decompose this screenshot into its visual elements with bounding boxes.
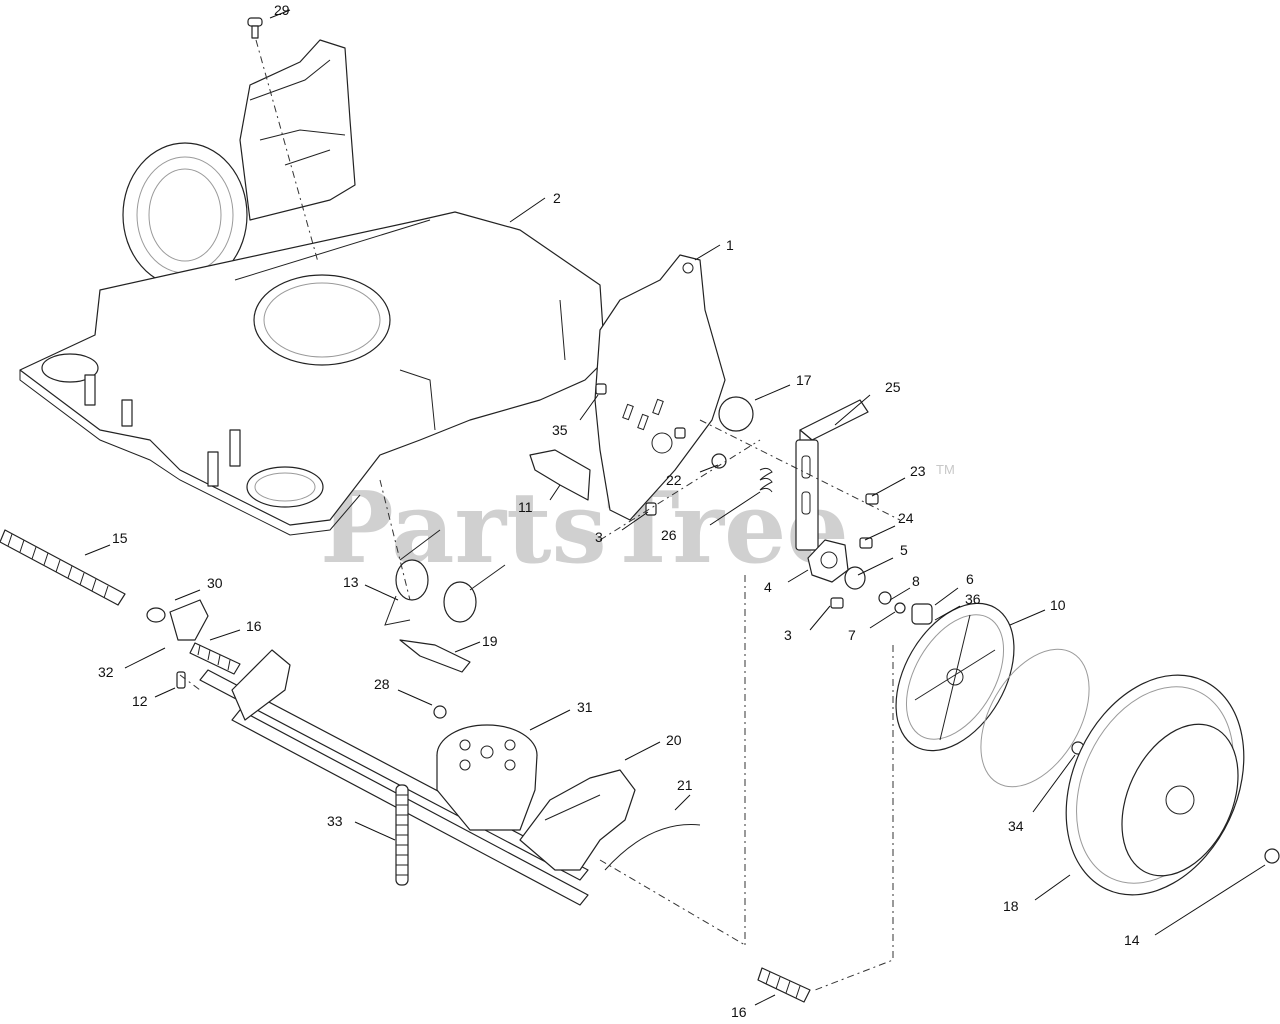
callout-30: 30 [207, 575, 223, 591]
main-housing-part [19, 211, 606, 536]
callout-17: 17 [796, 372, 812, 388]
height-lever-25-part [795, 399, 869, 551]
callout-13: 13 [343, 574, 359, 590]
plate-hardware-parts [595, 383, 754, 516]
extension-spring-33-part [395, 784, 409, 886]
callout-18: 18 [1003, 898, 1019, 914]
callout-2: 2 [553, 190, 561, 206]
transmission-31-part [436, 724, 538, 831]
callout-3b: 3 [784, 627, 792, 643]
rear-wheel-part [122, 142, 248, 288]
callout-16b: 16 [731, 1004, 747, 1020]
callout-1: 1 [726, 237, 734, 253]
spring-26-part [759, 467, 773, 493]
callout-33: 33 [327, 813, 343, 829]
callout-23: 23 [910, 463, 926, 479]
callout-6: 6 [966, 571, 974, 587]
callout-14: 14 [1124, 932, 1140, 948]
side-plate-part [594, 254, 726, 521]
callout-19: 19 [482, 633, 498, 649]
callout-31: 31 [577, 699, 593, 715]
callout-5: 5 [900, 542, 908, 558]
callout-11: 11 [518, 499, 533, 515]
callout-35: 35 [552, 422, 568, 438]
bracket-assembly-parts [146, 599, 241, 689]
callout-8: 8 [912, 573, 920, 589]
callout-4: 4 [764, 579, 772, 595]
axle-spring-15-part [0, 529, 126, 606]
callout-12: 12 [132, 693, 148, 709]
callout-15: 15 [112, 530, 128, 546]
callout-36: 36 [965, 591, 981, 607]
wheel-hub-part [980, 648, 1090, 788]
watermark-trademark: TM [936, 462, 955, 477]
callout-16a: 16 [246, 618, 262, 634]
pivot-bracket-4-part [807, 493, 933, 625]
callout-24: 24 [898, 510, 914, 526]
callout-7: 7 [848, 627, 856, 643]
callout-34: 34 [1008, 818, 1024, 834]
assembly-lines [179, 39, 901, 991]
drive-wheel-18-part [1065, 674, 1280, 896]
callout-20: 20 [666, 732, 682, 748]
cable-21-part [604, 824, 701, 871]
callout-21: 21 [677, 777, 693, 793]
leader-lines [84, 9, 1266, 1006]
callout-10: 10 [1050, 597, 1066, 613]
callout-32: 32 [98, 664, 114, 680]
callout-25: 25 [885, 379, 901, 395]
callout-22: 22 [666, 472, 682, 488]
torsion-springs-13-part [384, 529, 506, 719]
bracket-11-part [529, 449, 591, 501]
callout-3a: 3 [595, 529, 603, 545]
wheel-cover-10-part [895, 602, 1015, 752]
callout-26: 26 [661, 527, 677, 543]
callout-28: 28 [374, 676, 390, 692]
callouts: 29 2 1 17 25 35 23 22 11 24 3 26 15 5 30… [98, 2, 1140, 1020]
ratchet-plate-20-part [519, 769, 636, 871]
callout-29: 29 [274, 2, 290, 18]
spring-16-bottom-part [757, 967, 811, 1003]
